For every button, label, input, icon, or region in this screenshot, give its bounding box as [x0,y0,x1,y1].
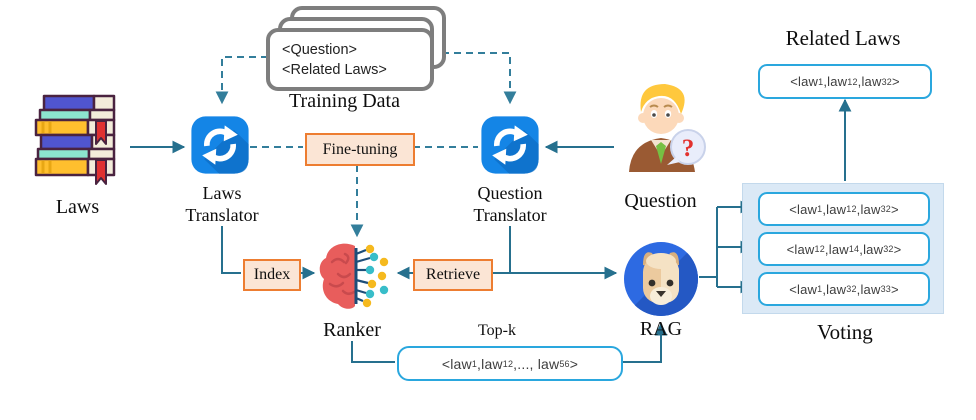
wire-cards-to-laws-translator [215,56,268,105]
question-translator-label-line1: Question [477,183,543,203]
related-laws-title: Related Laws [785,26,901,50]
wire-ranker-to-topk [351,341,395,363]
person-question-icon: ? [629,84,706,172]
top-k-label: Top-k [478,322,516,339]
question-translator-sync-icon [481,116,539,174]
training-data-card: <Question> <Related Laws> [266,28,434,91]
laws-translator-label-line1: Laws [202,183,242,203]
laws-label: Laws [55,196,100,218]
question-label: Question [624,190,697,212]
llama-icon [624,242,698,316]
laws-translator-sync-icon [191,116,249,174]
fine-tuning-box: Fine-tuning [305,133,415,166]
laws-translator-label: Laws Translator [158,182,286,226]
books-icon [34,94,116,185]
question-translator-label: Question Translator [446,182,574,226]
wire-cards-to-question-translator [430,52,517,105]
laws-translator-label-line2: Translator [185,205,259,225]
card-line-question: <Question> [282,41,357,58]
training-data-label: Training Data [289,90,400,112]
brain-circuit-icon [319,243,389,309]
question-mark-glyph: ? [682,135,695,162]
index-box: Index [243,259,301,291]
card-line-related-laws: <Related Laws> [282,61,387,78]
retrieve-box: Retrieve [413,259,493,291]
rag-label: RAG [639,318,683,340]
voting-label: Voting [817,320,873,344]
question-translator-label-line2: Translator [473,205,547,225]
wire-topk-to-rag [619,322,668,363]
wire-laws-translator-to-index [221,226,241,274]
ranker-label: Ranker [323,319,381,341]
